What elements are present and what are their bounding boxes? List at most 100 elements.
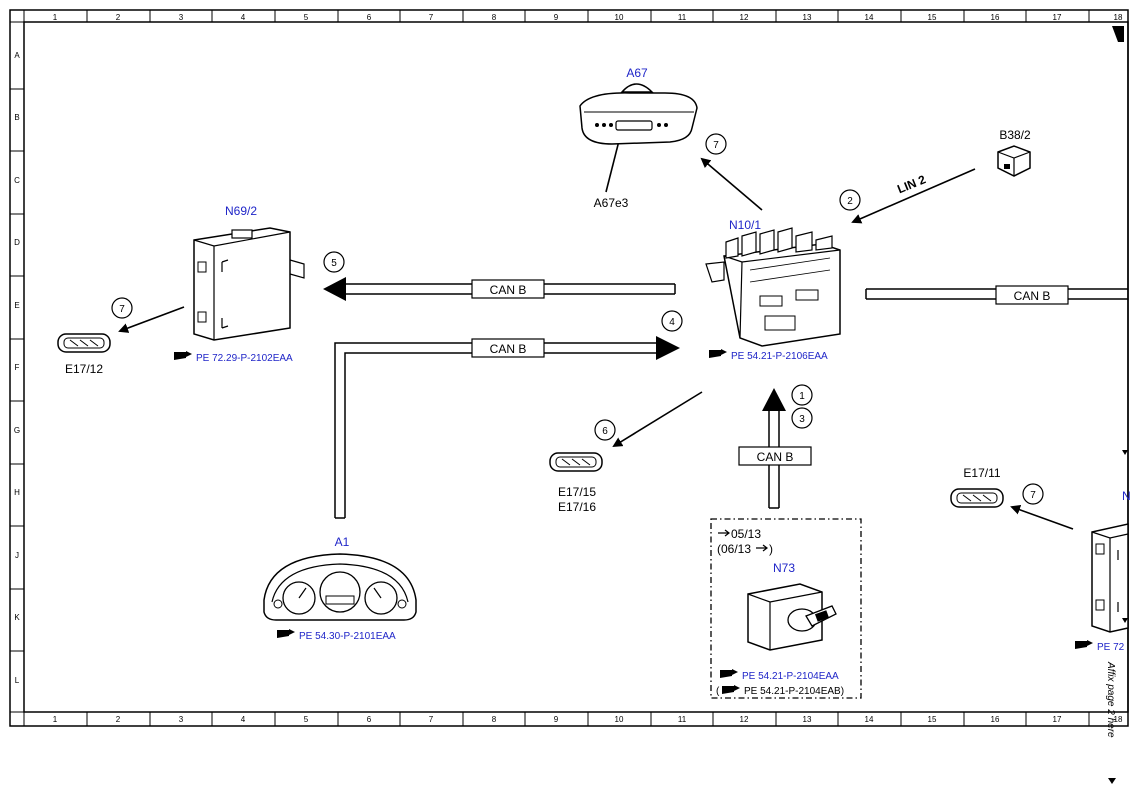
n73-dashed-box (710, 518, 862, 699)
b38-2-sensor-icon (997, 145, 1031, 177)
a67e3-label: A67e3 (594, 196, 629, 210)
col-label: 9 (554, 715, 559, 724)
col-label: 5 (304, 715, 309, 724)
ref-pointer-icon (722, 685, 740, 694)
ref-pointer-icon (720, 669, 738, 678)
col-label: 18 (1114, 715, 1123, 724)
ref-pointer-icon (1075, 640, 1093, 649)
col-label: 10 (615, 715, 624, 724)
col-label: 3 (179, 715, 184, 724)
n69-2-reference: PE 72.29-P-2102EAA (196, 353, 293, 364)
col-label: 10 (615, 13, 624, 22)
n73-date-close: ) (769, 542, 773, 556)
arrowhead-icon (656, 336, 680, 360)
arrow-to-e17-12 (118, 306, 185, 333)
svg-text:7: 7 (119, 304, 125, 315)
col-label: 17 (1053, 13, 1062, 22)
col-label: 18 (1114, 13, 1123, 22)
arrowhead-icon (762, 388, 786, 411)
step-circle: 5 (323, 251, 345, 273)
can-b-label: CAN B (1014, 289, 1051, 303)
col-label: 1 (53, 715, 58, 724)
edge-mark-icon (1122, 618, 1128, 623)
svg-text:1: 1 (799, 391, 805, 402)
e17-12-lamp-icon (57, 333, 111, 353)
e17-15-label: E17/15 (558, 485, 596, 499)
can-b-label: CAN B (490, 342, 527, 356)
n73-label: N73 (773, 561, 795, 575)
partial-module-icon (1091, 523, 1129, 633)
row-label: B (14, 113, 19, 122)
ref-pointer-icon (277, 629, 295, 638)
col-label: 3 (179, 13, 184, 22)
n69-2-module-icon (193, 227, 305, 341)
col-label: 13 (803, 715, 812, 724)
col-label: 4 (241, 715, 246, 724)
col-label: 8 (492, 715, 497, 724)
col-label: 6 (367, 13, 372, 22)
signal-arrows (118, 124, 1074, 530)
grid-column-labels-top: 1 2 3 4 5 6 7 8 9 10 11 12 13 14 15 16 1… (53, 13, 1123, 22)
col-label: 13 (803, 13, 812, 22)
edge-mark-icon (1108, 778, 1116, 784)
n73-reference-1: PE 54.21-P-2104EAA (742, 671, 839, 682)
col-label: 11 (678, 13, 687, 22)
can-bus-line-from-a1: CAN B (334, 336, 680, 519)
a1-label: A1 (335, 535, 350, 549)
col-label: 16 (991, 715, 1000, 724)
arrow-to-e17-15 (612, 391, 703, 448)
e17-15-lamp-icon (549, 452, 603, 472)
col-label: 4 (241, 13, 246, 22)
col-label: 14 (865, 13, 874, 22)
step-circle: 7 (1022, 483, 1044, 505)
arrow-to-a67 (700, 157, 763, 211)
step-circle: 1 (791, 384, 813, 406)
e17-12-label: E17/12 (65, 362, 103, 376)
n10-1-label: N10/1 (729, 218, 761, 232)
n69-2-label: N69/2 (225, 204, 257, 218)
corner-mark-icon (1112, 26, 1124, 42)
col-label: 12 (740, 715, 749, 724)
affix-note: Affix page 2 here (1105, 661, 1116, 738)
col-label: 6 (367, 715, 372, 724)
e17-16-label: E17/16 (558, 500, 596, 514)
col-label: 8 (492, 13, 497, 22)
ref-pointer-icon (174, 351, 192, 360)
partial-module-reference: PE 72 (1097, 642, 1125, 653)
n10-1-control-unit-icon (705, 227, 841, 347)
e17-11-lamp-icon (950, 488, 1004, 508)
svg-text:3: 3 (799, 414, 805, 425)
col-label: 14 (865, 715, 874, 724)
row-label: E (14, 301, 19, 310)
can-b-label: CAN B (757, 450, 794, 464)
svg-text:2: 2 (847, 196, 853, 207)
row-label: K (14, 613, 20, 622)
n73-ignition-switch-icon (747, 583, 837, 651)
svg-text:4: 4 (669, 317, 675, 328)
col-label: 16 (991, 13, 1000, 22)
row-label: A (14, 51, 20, 60)
svg-text:7: 7 (1030, 490, 1036, 501)
col-label: 17 (1053, 715, 1062, 724)
row-label: J (15, 551, 19, 560)
n73-reference-2-open: ( (716, 686, 720, 697)
step-markers: 7 2 5 4 7 1 3 6 7 (111, 133, 1044, 505)
col-label: 9 (554, 13, 559, 22)
drawing-frame (9, 9, 1129, 727)
n73-date-from: 05/13 (731, 527, 761, 541)
step-circle: 3 (791, 407, 813, 429)
can-bus-line-right: CAN B (865, 285, 1128, 305)
svg-text:5: 5 (331, 258, 337, 269)
can-b-label: CAN B (490, 283, 527, 297)
date-arrow-icon (718, 529, 730, 537)
arrow-to-e17-11 (1010, 505, 1074, 530)
step-circle: 7 (705, 133, 727, 155)
col-label: 2 (116, 13, 121, 22)
step-circle: 4 (661, 310, 683, 332)
col-label: 12 (740, 13, 749, 22)
col-label: 1 (53, 13, 58, 22)
e17-11-label: E17/11 (963, 466, 1000, 480)
row-label: L (15, 676, 20, 685)
a67-mirror-icon (579, 83, 698, 145)
